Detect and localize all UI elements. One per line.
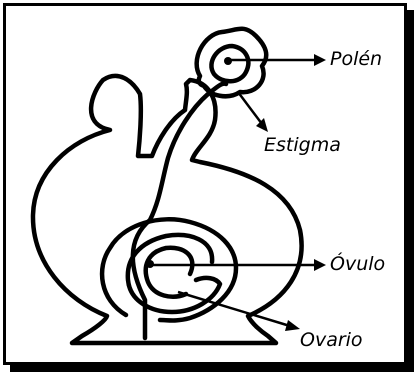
stigma-arrow-line: [238, 92, 262, 124]
label-ovario: Ovario: [300, 331, 363, 350]
ovule-inner-ring: [146, 248, 193, 297]
pollen-arrow-head: [314, 54, 326, 66]
label-ovulo: Óvulo: [330, 255, 385, 274]
pistil-outline: [33, 76, 302, 343]
label-estigma: Estigma: [264, 136, 341, 155]
ovario-arrow-head: [285, 320, 300, 331]
pollen-grain: [224, 57, 232, 65]
label-polen: Polén: [330, 50, 382, 69]
style-canal: [133, 84, 226, 338]
ovule-arrow-head: [314, 259, 326, 271]
